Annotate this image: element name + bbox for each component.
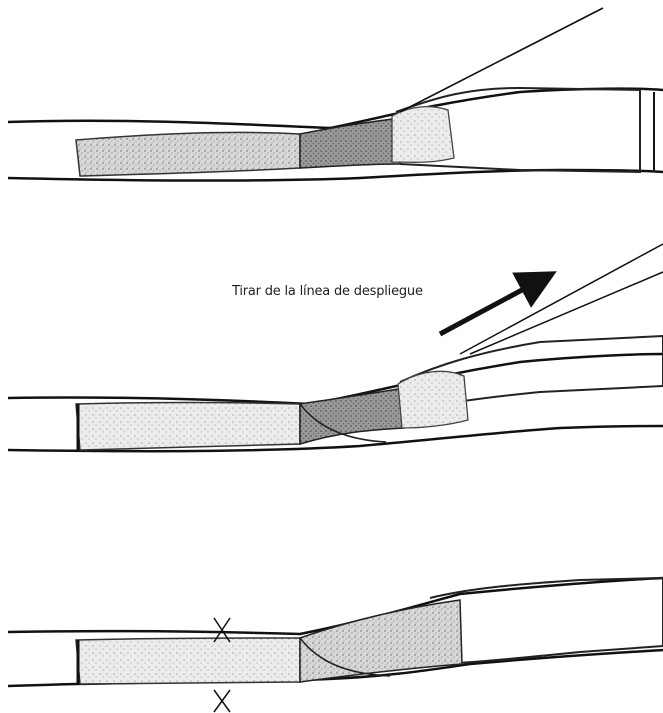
graft-body	[76, 132, 300, 176]
graft-body	[76, 638, 300, 684]
graft-crimped-end	[392, 107, 454, 163]
pull-direction-arrow	[440, 276, 548, 334]
graft-crimped-end	[398, 371, 468, 428]
pull-deployment-line-label: Tirar de la línea de despliegue	[232, 284, 423, 299]
panel-1-pre-deployment	[8, 8, 663, 181]
vessel-wall-top	[8, 89, 663, 128]
deployment-line	[400, 8, 603, 112]
graft-loaded-section	[300, 388, 404, 444]
vessel-wall-top	[8, 578, 663, 634]
anchor-mark-bottom	[214, 690, 230, 712]
graft-loaded-section	[300, 118, 400, 168]
vessel-wall-top	[8, 354, 663, 404]
graft-body	[76, 403, 300, 451]
panel-2-pulling-deployment-line	[8, 244, 663, 451]
panel-3-deployed	[8, 578, 663, 712]
